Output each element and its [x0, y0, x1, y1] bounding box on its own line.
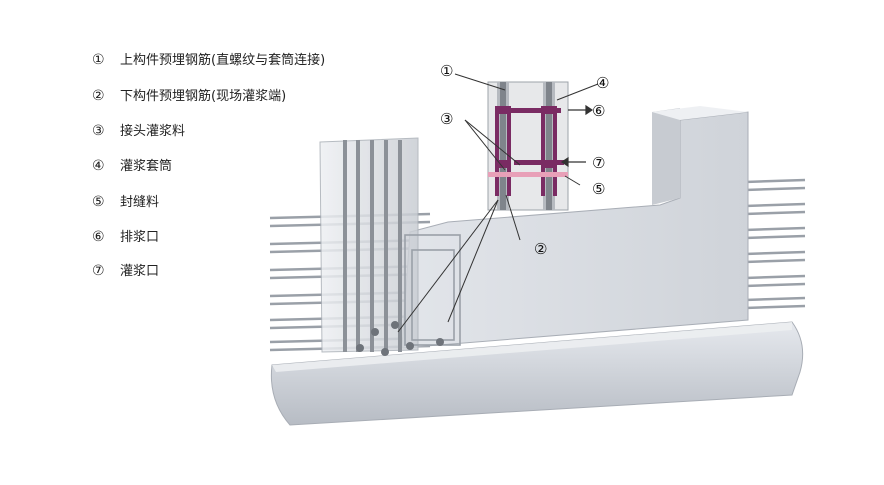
legend-item: ⑤ 封缝料 [92, 194, 159, 210]
legend-label: 封缝料 [120, 195, 159, 210]
sleeve-detail-inset [487, 81, 569, 211]
right-rebar-loops [744, 178, 806, 310]
legend-label: 下构件预埋钢筋(现场灌浆端) [120, 88, 286, 104]
callout-3: ③ [440, 110, 453, 128]
legend-number: ⑦ [92, 263, 105, 279]
callout-labels: ① ④ ⑥ ③ ⑦ ⑤ ② [440, 62, 609, 258]
callout-7: ⑦ [592, 154, 605, 172]
callout-2: ② [534, 240, 547, 258]
legend-label: 灌浆口 [120, 264, 159, 279]
legend-label: 上构件预埋钢筋(直螺纹与套筒连接) [120, 52, 325, 68]
legend-number: ⑥ [92, 229, 105, 245]
bottom-beam [270, 321, 804, 426]
legend-label: 排浆口 [120, 230, 159, 245]
callout-1: ① [440, 62, 453, 80]
legend-item: ⑥ 排浆口 [92, 229, 159, 245]
legend-item: ① 上构件预埋钢筋(直螺纹与套筒连接) [92, 52, 325, 68]
left-column [319, 137, 419, 353]
legend-label: 接头灌浆料 [120, 123, 185, 139]
leader-lines [397, 73, 599, 333]
callout-6: ⑥ [592, 102, 605, 120]
sleeve-bolts [356, 321, 444, 356]
legend-item: ⑦ 灌浆口 [92, 263, 159, 279]
legend-item: ④ 灌浆套筒 [92, 158, 172, 174]
legend-number: ④ [92, 158, 105, 174]
callout-4: ④ [596, 74, 609, 92]
column-rebars [343, 140, 402, 352]
legend-number: ① [92, 52, 105, 68]
legend-item: ③ 接头灌浆料 [92, 123, 185, 139]
column-ties [404, 234, 461, 346]
legend-label: 灌浆套筒 [120, 158, 172, 174]
callout-5: ⑤ [592, 180, 605, 198]
legend: ① 上构件预埋钢筋(直螺纹与套筒连接) ② 下构件预埋钢筋(现场灌浆端) ③ 接… [92, 52, 325, 279]
arrows [560, 104, 594, 168]
legend-number: ② [92, 88, 105, 104]
legend-number: ⑤ [92, 194, 105, 210]
legend-number: ③ [92, 123, 105, 139]
legend-item: ② 下构件预埋钢筋(现场灌浆端) [92, 88, 286, 104]
